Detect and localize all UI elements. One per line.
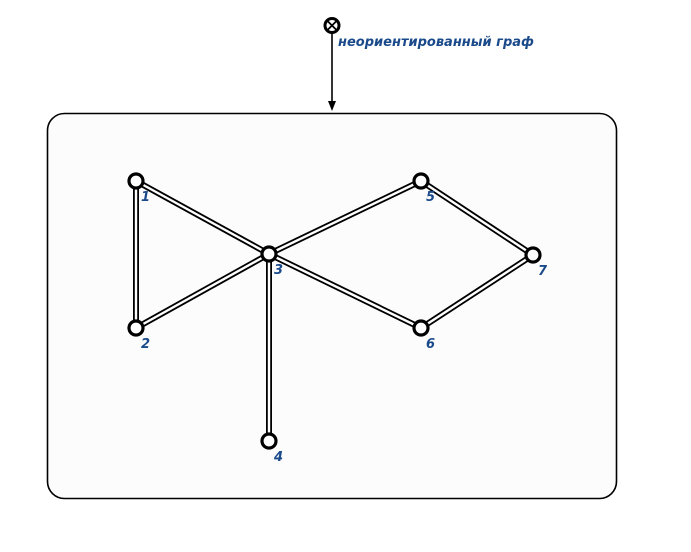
edge-1-3: [134, 178, 271, 257]
node-circle: [412, 319, 430, 337]
edge-2-3: [134, 251, 271, 331]
graph-panel: [46, 112, 618, 500]
node-label: 2: [141, 337, 150, 352]
graph-node-5: 5: [412, 172, 435, 205]
edge-3-6: [267, 251, 423, 331]
edge-6-7: [419, 252, 535, 331]
graph-node-4: 4: [260, 432, 283, 465]
title-marker: неориентированный граф: [323, 17, 534, 111]
node-circle: [524, 246, 542, 264]
start-marker-cross-b: [327, 20, 337, 31]
graph-node-2: 2: [127, 319, 150, 352]
edges-layer: [133, 178, 535, 441]
edge-3-5: [267, 178, 423, 257]
node-circle: [127, 319, 145, 337]
node-label: 1: [141, 190, 150, 205]
node-circle: [127, 172, 145, 190]
nodes-layer: 1 2 3 4 5 6 7: [127, 172, 548, 465]
diagram-title: неориентированный граф: [338, 35, 534, 50]
node-label: 5: [426, 190, 435, 205]
graph-node-7: 7: [524, 246, 548, 279]
node-label: 3: [274, 263, 283, 278]
node-label: 6: [426, 337, 435, 352]
node-label: 4: [273, 450, 283, 465]
graph-node-1: 1: [127, 172, 150, 205]
node-circle: [412, 172, 430, 190]
graph-node-3: 3: [260, 245, 283, 278]
edge-5-7: [419, 178, 535, 258]
graph-node-6: 6: [412, 319, 435, 352]
node-circle: [260, 245, 278, 263]
node-label: 7: [538, 264, 548, 279]
node-circle: [260, 432, 278, 450]
